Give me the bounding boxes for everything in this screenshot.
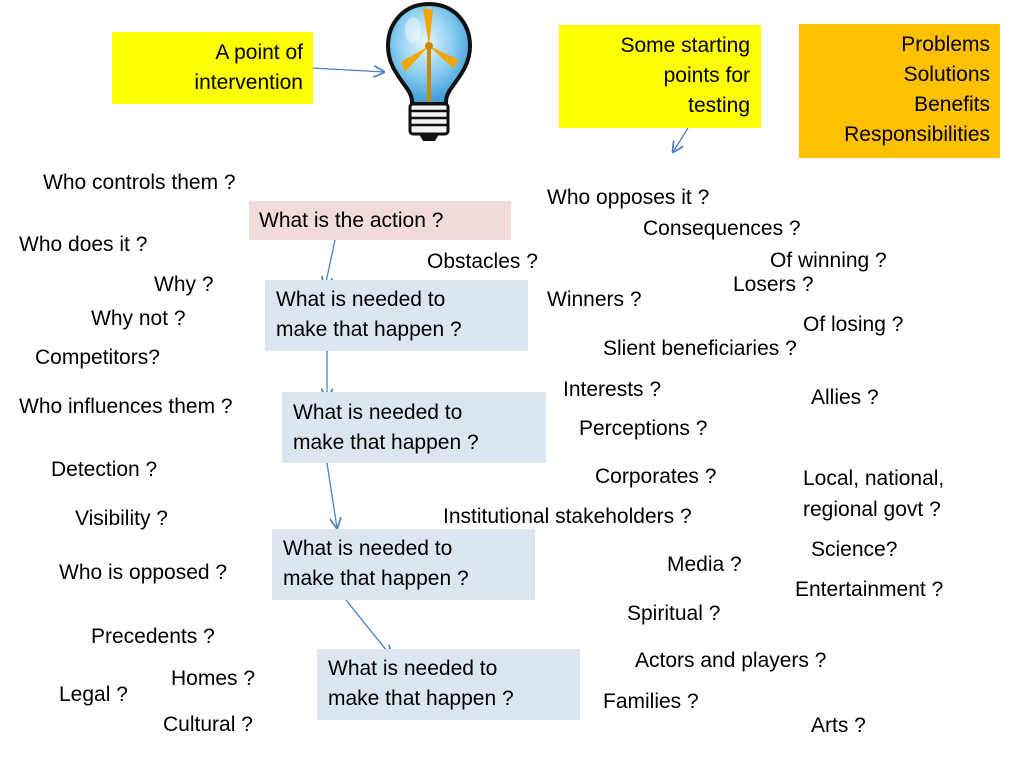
corporates-label: Corporates ? xyxy=(595,465,717,488)
arrow-starting-points-down xyxy=(673,127,689,152)
losers-label: Losers ? xyxy=(733,273,814,296)
orange-line3: Benefits xyxy=(914,93,990,116)
intervention-line2: intervention xyxy=(194,71,303,94)
intervention-line1: A point of xyxy=(215,41,303,64)
who-opposes-label: Who opposes it ? xyxy=(547,186,710,209)
homes-label: Homes ? xyxy=(171,667,256,690)
who-influences-label: Who influences them ? xyxy=(19,395,233,418)
interests-label: Interests ? xyxy=(563,378,662,401)
obstacles-label: Obstacles ? xyxy=(427,250,538,273)
arrow-intervention-to-bulb xyxy=(311,68,384,72)
entertainment-label: Entertainment ? xyxy=(795,578,944,601)
step1-line2: make that happen ? xyxy=(276,318,462,341)
perceptions-label: Perceptions ? xyxy=(579,417,708,440)
consequences-label: Consequences ? xyxy=(643,217,801,240)
action-text: What is the action ? xyxy=(259,209,444,232)
silent-beneficiaries-label: Slient beneficiaries ? xyxy=(603,337,797,360)
step1-line1: What is needed to xyxy=(276,288,446,311)
step4-line1: What is needed to xyxy=(328,657,498,680)
precedents-label: Precedents ? xyxy=(91,625,215,648)
of-winning-label: Of winning ? xyxy=(770,249,887,272)
lightbulb-wind-turbine-icon xyxy=(385,1,473,141)
arrow-step2-to-step3 xyxy=(326,462,337,528)
institutional-label: Institutional stakeholders ? xyxy=(443,505,692,528)
step3-box: What is needed to make that happen ? xyxy=(272,529,535,600)
legal-label: Legal ? xyxy=(59,683,128,706)
step4-box: What is needed to make that happen ? xyxy=(317,649,580,720)
step1-box: What is needed to make that happen ? xyxy=(265,280,528,351)
step2-line2: make that happen ? xyxy=(293,431,479,454)
why-not-label: Why not ? xyxy=(91,307,186,330)
cultural-label: Cultural ? xyxy=(163,713,253,736)
step2-box: What is needed to make that happen ? xyxy=(282,392,546,463)
detection-label: Detection ? xyxy=(51,458,158,481)
arts-label: Arts ? xyxy=(811,714,866,737)
who-controls-label: Who controls them ? xyxy=(43,171,236,194)
why-label: Why ? xyxy=(154,273,214,296)
starting-points-box: Some starting points for testing xyxy=(559,25,761,128)
arrow-step3-to-step4 xyxy=(345,599,391,656)
science-label: Science? xyxy=(811,538,898,561)
of-losing-label: Of losing ? xyxy=(803,313,904,336)
spiritual-label: Spiritual ? xyxy=(627,602,721,625)
families-label: Families ? xyxy=(603,690,699,713)
starting-line2: points for xyxy=(663,64,750,87)
orange-line1: Problems xyxy=(901,33,990,56)
step3-line1: What is needed to xyxy=(283,537,453,560)
govt-line1-label: Local, national, xyxy=(803,467,945,490)
orange-line4: Responsibilities xyxy=(844,123,990,146)
who-does-label: Who does it ? xyxy=(19,233,148,256)
visibility-label: Visibility ? xyxy=(75,507,168,530)
starting-line1: Some starting xyxy=(620,34,750,57)
problems-solutions-box: Problems Solutions Benefits Responsibili… xyxy=(799,24,1000,158)
govt-line2-label: regional govt ? xyxy=(803,498,941,521)
winners-label: Winners ? xyxy=(547,288,642,311)
step4-line2: make that happen ? xyxy=(328,687,514,710)
media-label: Media ? xyxy=(667,553,742,576)
intervention-box: A point of intervention xyxy=(112,32,313,104)
step3-line2: make that happen ? xyxy=(283,567,469,590)
competitors-label: Competitors? xyxy=(35,346,160,369)
starting-line3: testing xyxy=(688,94,750,117)
who-opposed-label: Who is opposed ? xyxy=(59,561,228,584)
step2-line1: What is needed to xyxy=(293,401,463,424)
allies-label: Allies ? xyxy=(811,386,879,409)
actors-players-label: Actors and players ? xyxy=(635,649,827,672)
action-box: What is the action ? xyxy=(249,201,511,240)
orange-line2: Solutions xyxy=(903,63,990,86)
